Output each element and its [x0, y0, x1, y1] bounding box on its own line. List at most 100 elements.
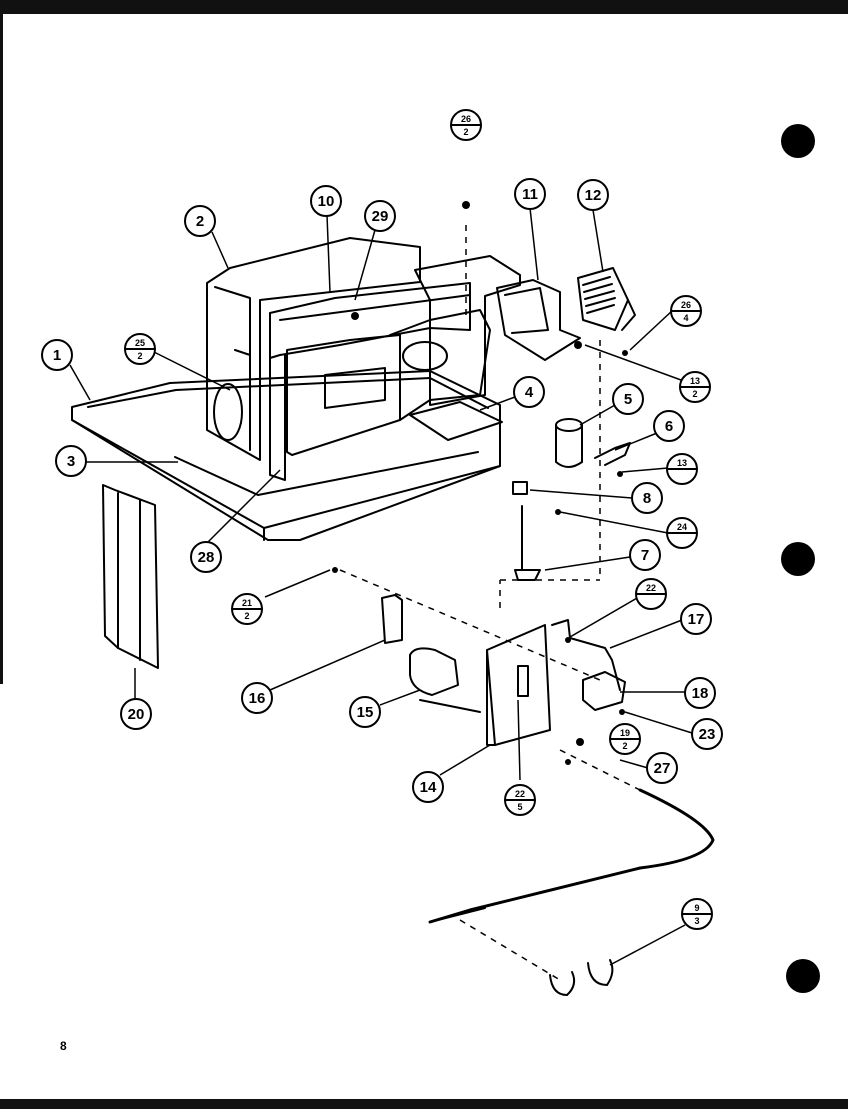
scan-left-border	[0, 14, 3, 684]
callout-29: 29	[364, 200, 396, 232]
svg-text:2: 2	[244, 611, 249, 621]
svg-text:5: 5	[624, 391, 632, 408]
svg-text:26: 26	[681, 300, 691, 310]
callout-2: 2	[184, 205, 216, 237]
callout-11: 11	[514, 178, 546, 210]
leader-15	[379, 689, 421, 706]
side-panel	[102, 484, 159, 669]
callout-27: 27	[646, 752, 678, 784]
scan-top-border	[0, 0, 848, 14]
leader-4	[479, 396, 516, 411]
callout-6: 6	[653, 410, 685, 442]
screw-icon	[617, 471, 623, 477]
svg-text:23: 23	[699, 726, 716, 743]
shaft	[514, 505, 541, 581]
svg-text:13: 13	[690, 376, 700, 386]
callout-12: 12	[577, 179, 609, 211]
control-bracket	[496, 279, 581, 361]
leader-11	[529, 207, 539, 281]
scan-bottom-border	[0, 1099, 848, 1109]
screw-icon	[622, 350, 628, 356]
leader-10	[326, 214, 331, 293]
callout-20: 20	[120, 698, 152, 730]
leader-27	[619, 759, 649, 769]
svg-text:12: 12	[585, 187, 602, 204]
svg-text:11: 11	[522, 186, 538, 203]
leader-12	[592, 209, 604, 273]
leader-f25	[149, 349, 231, 391]
mount-bracket	[551, 619, 621, 691]
svg-text:18: 18	[692, 685, 709, 702]
switch	[381, 594, 403, 644]
leader-8	[529, 489, 633, 499]
svg-text:29: 29	[372, 208, 389, 225]
leader-dashed-3	[559, 749, 641, 791]
fraction-callout-22-5: 22 5	[504, 784, 536, 816]
screw-icon	[332, 567, 338, 573]
svg-text:3: 3	[67, 453, 75, 470]
leader-f13a	[584, 344, 682, 381]
callout-8: 8	[631, 482, 663, 514]
fraction-callout-25-2: 25 2	[124, 333, 156, 365]
capacitor	[555, 418, 583, 468]
svg-text:2: 2	[196, 213, 204, 230]
grille	[577, 267, 636, 331]
callout-18: 18	[684, 677, 716, 709]
svg-text:4: 4	[525, 384, 534, 401]
screw-icon	[351, 312, 359, 320]
leader-f22b	[517, 699, 521, 781]
svg-text:2: 2	[692, 389, 697, 399]
svg-text:25: 25	[135, 338, 145, 348]
fraction-callout-19-2: 19 2	[609, 723, 641, 755]
svg-text:22: 22	[515, 789, 525, 799]
callout-16: 16	[241, 682, 273, 714]
leader-23	[624, 711, 693, 734]
svg-text:1: 1	[53, 347, 61, 364]
leader-dashed-2	[339, 569, 601, 681]
svg-text:14: 14	[420, 779, 437, 796]
screw-icon	[619, 709, 625, 715]
svg-text:20: 20	[128, 706, 145, 723]
screw-icon	[574, 341, 582, 349]
svg-text:19: 19	[620, 728, 630, 738]
punch-hole-middle	[781, 542, 815, 576]
thermostat	[409, 647, 481, 713]
svg-text:5: 5	[517, 802, 522, 812]
leader-28	[206, 469, 281, 544]
svg-text:4: 4	[683, 313, 688, 323]
callout-1: 1	[41, 339, 73, 371]
leader-f21	[264, 569, 331, 598]
control-panel	[486, 624, 551, 746]
fraction-callout-26-4: 26 4	[670, 295, 702, 327]
svg-text:22: 22	[646, 583, 656, 593]
connector	[582, 671, 626, 711]
cover-plate	[409, 401, 503, 441]
leader-7	[544, 556, 631, 571]
svg-text:7: 7	[641, 547, 649, 564]
svg-text:3: 3	[694, 916, 699, 926]
svg-text:21: 21	[242, 598, 252, 608]
svg-text:15: 15	[357, 704, 374, 721]
leader-f26b	[629, 309, 674, 351]
leader-14	[439, 744, 491, 776]
callout-4: 4	[513, 376, 545, 408]
leader-f9	[609, 924, 686, 966]
screw-icon	[462, 201, 470, 209]
fraction-callout-26-2: 26 2	[450, 109, 482, 141]
svg-text:2: 2	[463, 127, 468, 137]
page-number: 8	[60, 1039, 67, 1053]
screw-icon	[555, 509, 561, 515]
callout-28: 28	[190, 541, 222, 573]
svg-text:10: 10	[318, 193, 335, 210]
fraction-callout-22: 22	[635, 578, 667, 610]
screw-icon	[576, 738, 584, 746]
leader-29	[354, 229, 376, 301]
svg-text:9: 9	[694, 903, 699, 913]
svg-text:2: 2	[622, 741, 627, 751]
leader-17	[609, 619, 683, 649]
callout-17: 17	[680, 603, 712, 635]
leader-2	[211, 231, 229, 269]
svg-text:17: 17	[688, 611, 705, 628]
svg-text:24: 24	[677, 522, 687, 532]
